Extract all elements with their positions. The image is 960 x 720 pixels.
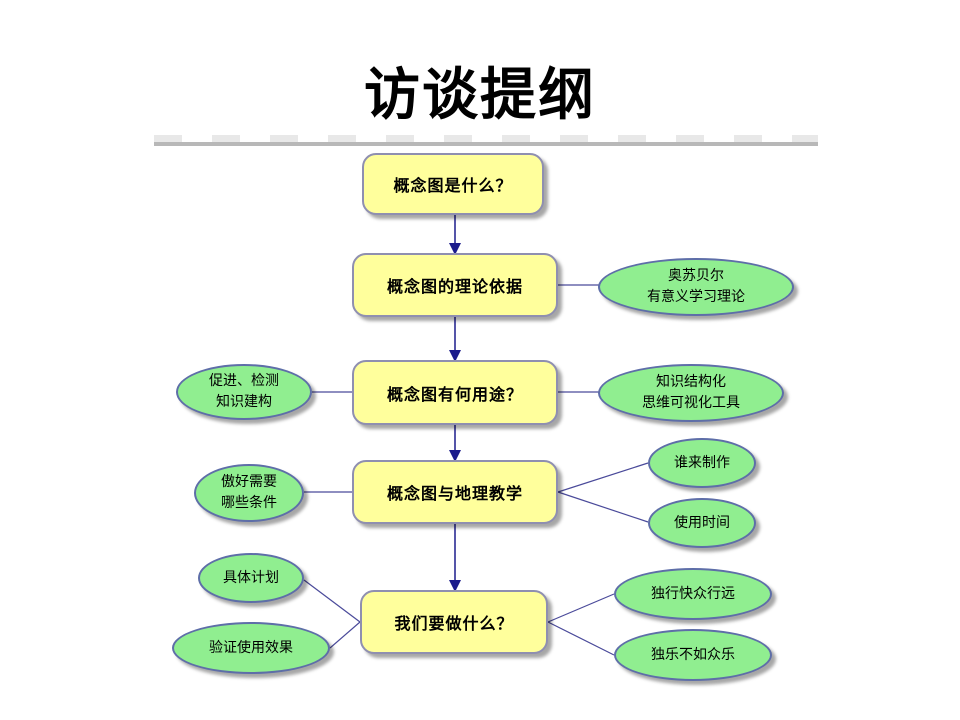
- oval-line: 奥苏贝尔: [668, 268, 724, 284]
- slide-title: 访谈提纲: [364, 62, 596, 128]
- oval-verify-effect: 验证使用效果: [172, 622, 330, 674]
- oval-line: 思维可视化工具: [642, 395, 740, 411]
- oval-line: 使用时间: [674, 514, 730, 531]
- oval-specific-plan: 具体计划: [198, 553, 304, 603]
- connector-do-verify: [329, 621, 361, 649]
- oval-knowledge-structure: 知识结构化 思维可视化工具: [598, 364, 784, 422]
- oval-line: 独乐不如众乐: [651, 646, 735, 663]
- oval-shared-joy: 独乐不如众乐: [614, 629, 772, 681]
- connector-teach-time: [557, 491, 649, 523]
- oval-line: 促进、检测: [209, 373, 279, 389]
- node-what-is-concept-map: 概念图是什么？: [362, 153, 544, 215]
- oval-conditions: 傲好需要 哪些条件: [194, 464, 304, 522]
- oval-ausubel-theory: 奥苏贝尔 有意义学习理论: [598, 258, 794, 316]
- oval-who-makes: 谁来制作: [648, 438, 756, 488]
- connector-do-joy: [547, 621, 615, 656]
- node-theory-basis: 概念图的理论依据: [352, 253, 558, 317]
- header-divider: [154, 142, 818, 146]
- oval-line: 有意义学习理论: [647, 289, 745, 305]
- oval-line: 傲好需要: [221, 474, 277, 490]
- oval-line: 独行快众行远: [651, 585, 735, 602]
- oval-line: 验证使用效果: [209, 639, 293, 656]
- oval-line: 知识结构化: [656, 374, 726, 390]
- oval-alone-fast-together-far: 独行快众行远: [614, 568, 772, 620]
- node-geo-teaching: 概念图与地理教学: [352, 460, 558, 524]
- connector-do-alone: [547, 593, 615, 623]
- header-bar-ghost: [154, 135, 818, 143]
- oval-usage-time: 使用时间: [648, 498, 756, 548]
- oval-line: 知识建构: [216, 394, 272, 410]
- connector-teach-who: [557, 462, 649, 493]
- oval-line: 谁来制作: [674, 454, 730, 471]
- connector-do-plan: [303, 579, 361, 623]
- oval-line: 哪些条件: [221, 495, 277, 511]
- oval-line: 具体计划: [223, 569, 279, 586]
- node-uses: 概念图有何用途？: [352, 360, 558, 425]
- oval-promote-detect: 促进、检测 知识建构: [176, 364, 312, 420]
- node-what-to-do: 我们要做什么？: [360, 590, 548, 654]
